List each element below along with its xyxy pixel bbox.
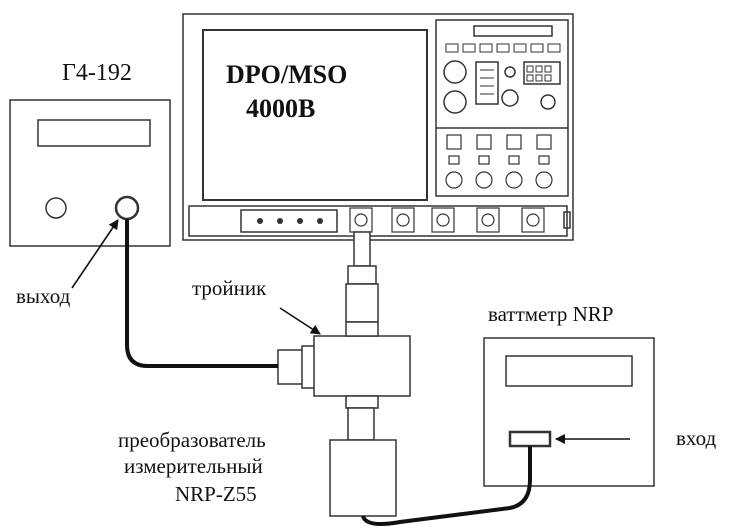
input-label: вход [676, 426, 717, 450]
oscilloscope [182, 13, 574, 241]
power-meter-label: ваттметр NRP [488, 302, 614, 326]
generator-knob [45, 197, 67, 219]
oscilloscope-screen [202, 29, 428, 201]
sensor-label-line2: измерительный [124, 454, 263, 478]
tee-to-sensor-adapter [347, 407, 375, 441]
power-meter [483, 337, 655, 487]
generator-to-tee-cable [125, 219, 278, 368]
scope-model-label-line2: 4000B [246, 94, 316, 123]
generator-label: Г4-192 [62, 60, 132, 86]
scope-model-label-line1: DPO/MSO [226, 60, 348, 89]
tee-label: тройник [192, 276, 267, 300]
power-meter-display [505, 355, 633, 387]
scope-to-tee-cable [345, 231, 379, 323]
generator-display [37, 119, 151, 147]
power-sensor [329, 439, 397, 517]
tee-arrow [279, 307, 321, 335]
output-arrow [71, 219, 119, 289]
tee-adapter [277, 321, 411, 409]
sensor-label-line3: NRP-Z55 [175, 482, 257, 506]
output-label: выход [16, 284, 71, 308]
sensor-label-line1: преобразователь [118, 428, 266, 452]
sensor-to-meter-cable [361, 446, 532, 526]
signal-generator [9, 99, 171, 247]
